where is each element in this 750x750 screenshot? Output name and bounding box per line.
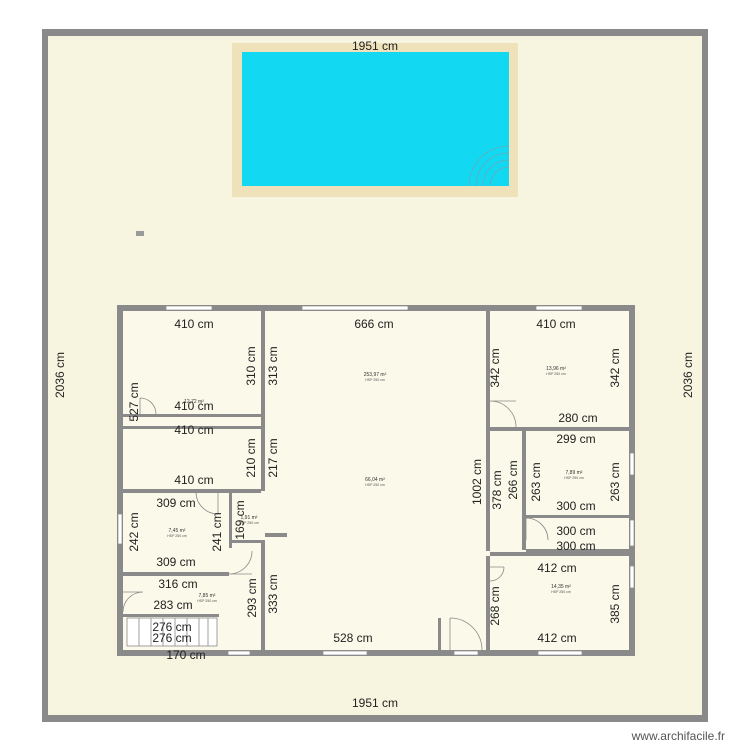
dim-room-e2-left: 263 cm	[529, 462, 543, 501]
area-bedroom-nw: 12,72 m²	[184, 399, 204, 405]
dim-bedroom-se-top: 412 cm	[537, 561, 576, 575]
dim-bathroom-w-top: 309 cm	[156, 496, 195, 510]
dim-plot-left: 2036 cm	[53, 352, 67, 398]
hsp-room-sw: HSP 250 cm	[197, 599, 217, 603]
dim-living-bottom: 528 cm	[333, 631, 372, 645]
hsp-wc: HSP 250 cm	[239, 521, 259, 525]
dim-plot-top: 1951 cm	[352, 39, 398, 53]
dim-room-sw-top: 316 cm	[158, 577, 197, 591]
dim-closet-e-bottom: 300 cm	[556, 539, 595, 553]
pool-water	[242, 52, 509, 186]
dim-bedroom-nw-right-out: 313 cm	[266, 346, 280, 385]
dim-bathroom-w-left: 242 cm	[127, 512, 141, 551]
dim-room-e2-right: 263 cm	[608, 462, 622, 501]
dim-bedroom-ne-left: 342 cm	[488, 348, 502, 387]
area-total: 253,97 m²	[364, 372, 387, 378]
area-living: 66,04 m²	[365, 477, 385, 483]
area-room-sw: 7,85 m²	[199, 593, 216, 599]
dim-room-e2-bottom: 300 cm	[556, 499, 595, 513]
dim-room-e2-top: 299 cm	[556, 432, 595, 446]
dim-bathroom-w-right: 241 cm	[210, 512, 224, 551]
hsp-bedroom-se: HSP 250 cm	[551, 590, 571, 594]
dim-plot-right: 2036 cm	[681, 352, 695, 398]
dim-wc: 169 cm	[233, 500, 247, 539]
hsp-bedroom-ne: HSP 250 cm	[546, 372, 566, 376]
dim-bedroom-nw-top: 410 cm	[174, 317, 213, 331]
hsp-living: HSP 250 cm	[365, 483, 385, 487]
dim-stairs-top: 276 cm	[152, 620, 191, 634]
dim-bedroom-nw-right-in: 310 cm	[244, 346, 258, 385]
dim-living-left-low: 333 cm	[266, 574, 280, 613]
dim-living-top: 666 cm	[354, 317, 393, 331]
dim-bedroom-nw-left: 527 cm	[127, 382, 141, 421]
dim-stairs-bottom: 276 cm	[152, 631, 191, 645]
dim-room-sw-right: 293 cm	[245, 578, 259, 617]
dim-bedroom-se-right: 385 cm	[608, 584, 622, 623]
hsp-room-e2: HSP 250 cm	[564, 476, 584, 480]
area-bathroom-w: 7,45 m²	[169, 528, 186, 534]
dim-corridor-e-long: 378 cm	[490, 470, 504, 509]
dim-bedroom-se-left: 268 cm	[488, 586, 502, 625]
dim-bedroom-nw-bottom: 410 cm	[174, 399, 213, 413]
dim-corridor-e: 266 cm	[506, 460, 520, 499]
hsp-bathroom-w: HSP 250 cm	[167, 534, 187, 538]
dim-room-w2-top: 410 cm	[174, 423, 213, 437]
pool-steps-icon	[468, 145, 510, 187]
area-room-e2: 7,89 m²	[566, 470, 583, 476]
dim-room-w2-right-out: 217 cm	[266, 438, 280, 477]
dim-room-w2-bottom: 410 cm	[174, 473, 213, 487]
area-bedroom-se: 14,35 m²	[551, 584, 571, 590]
dim-bedroom-se-bottom: 412 cm	[537, 631, 576, 645]
dim-bedroom-ne-top: 410 cm	[536, 317, 575, 331]
area-wc: 1,91 m²	[241, 515, 258, 521]
dim-plot-bottom: 1951 cm	[352, 696, 398, 710]
dim-room-sw-outer: 170 cm	[166, 648, 205, 662]
door-leaf	[438, 618, 441, 650]
dim-closet-e-top: 300 cm	[556, 524, 595, 538]
area-bedroom-ne: 13,96 m²	[546, 366, 566, 372]
windows	[117, 305, 635, 656]
dim-room-sw-mid: 283 cm	[153, 598, 192, 612]
hsp-total: HSP 250 cm	[365, 378, 385, 382]
dim-bedroom-ne-right: 342 cm	[608, 348, 622, 387]
dim-living-right: 1002 cm	[470, 459, 484, 505]
dim-bathroom-w-bottom: 309 cm	[156, 555, 195, 569]
house-interior	[121, 309, 631, 652]
dim-room-w2-right-in: 210 cm	[244, 438, 258, 477]
watermark: www.archifacile.fr	[631, 729, 725, 743]
doors	[122, 397, 549, 651]
staircase	[126, 617, 218, 647]
dim-bedroom-ne-bottom: 280 cm	[558, 411, 597, 425]
garden-object	[136, 231, 144, 236]
